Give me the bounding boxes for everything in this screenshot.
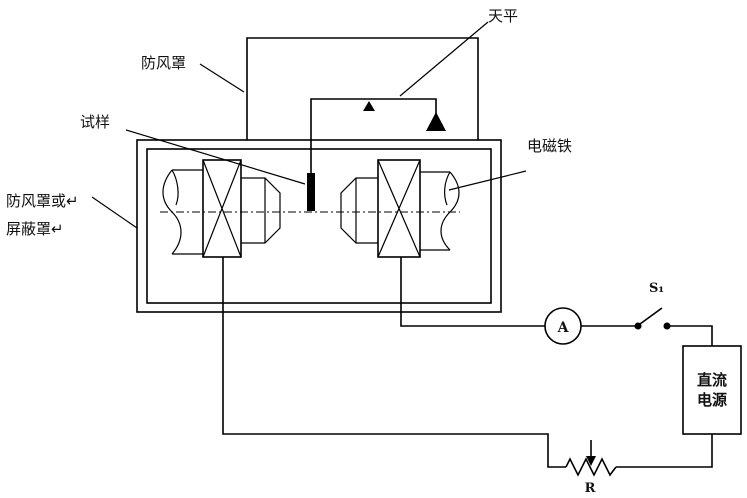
rheostat-label: R [585,481,596,496]
ammeter-label: A [557,320,570,336]
label-windshield-or-shield-line1: 防风罩或↵ [6,192,79,210]
label-sample: 试样 [80,113,110,131]
dc-source-label-line2: 电源 [697,391,727,409]
balance-pivot-small [363,101,375,111]
label-electromagnet: 电磁铁 [527,137,572,155]
circuit-wiring [222,257,713,468]
dc-power-source: 直流 电源 [682,345,742,435]
right-electromagnet-coil [377,159,421,258]
label-windshield-or-shield-line2: 屏蔽罩↵ [6,220,64,238]
dc-source-label-line1: 直流 [697,371,727,389]
shield-enclosure [136,139,502,313]
label-windshield-top: 防风罩 [141,54,186,72]
sample-bar [307,173,315,211]
rheostat: R [565,440,617,496]
balance-pivot-large [426,112,446,131]
leader-lines [91,21,527,229]
switch-s1: S₁ [634,281,671,330]
balance-windshield-box [246,37,479,140]
switch-label: S₁ [649,281,664,296]
right-magnet-shaft [420,171,460,251]
ammeter: A [544,307,582,345]
right-pole-piece [340,177,378,244]
left-pole-piece [241,177,281,244]
left-electromagnet-coil [202,159,242,258]
label-balance: 天平 [488,7,518,25]
